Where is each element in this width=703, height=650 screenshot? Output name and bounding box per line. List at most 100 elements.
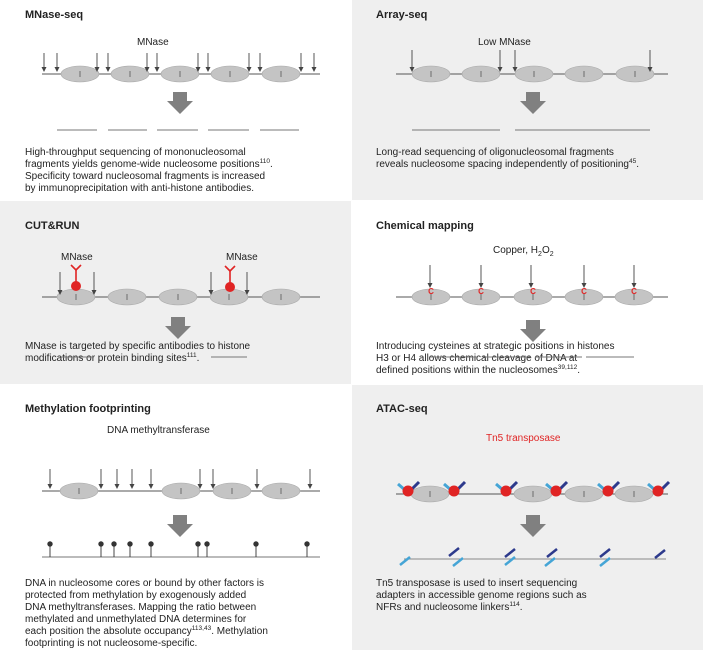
label-cut-run-enzyme-2: MNase [226,252,258,263]
cut-arrow-head [105,67,111,72]
desc-line: modifications or protein binding sites11… [25,352,200,364]
title-chemical-mapping: Chemical mapping [376,220,474,232]
cut-arrow-head [94,67,100,72]
desc-line: DNA methyltransferases. Mapping the rati… [25,602,257,613]
cut-arrow-head [98,484,104,489]
cut-arrow-head [144,67,150,72]
cut-arrow-head [114,484,120,489]
cut-arrow-head [427,283,433,288]
cut-arrow-head [208,290,214,295]
cut-arrow-head [47,484,53,489]
methyl-mark [304,541,310,547]
title-array-seq: Array-seq [376,9,428,21]
cut-arrow-head [129,484,135,489]
title-mnase-seq: MNase-seq [25,9,84,21]
desc-cut-and-run: MNase is targeted by specific antibodies… [25,341,250,365]
cut-arrow-head [409,67,415,72]
desc-line: Long-read sequencing of oligonucleosomal… [376,147,614,158]
cut-arrow-head [54,67,60,72]
cut-arrow-head [205,67,211,72]
tn5-transposase-dot [550,485,562,497]
mnase-enzyme-dot [225,282,235,292]
methyl-mark [204,541,210,547]
citation-superscript: 39,112 [557,364,578,371]
desc-line: methylated and unmethylated DNA determin… [25,614,247,625]
methyl-mark [47,541,53,547]
desc-line: by immunoprecipitation with anti-histone… [25,183,255,194]
methyl-mark [111,541,117,547]
cut-arrow-head [478,283,484,288]
methyl-mark [195,541,201,547]
adapter-light [452,557,464,567]
label-methylation-enzyme: DNA methyltransferase [107,425,210,436]
citation-superscript: 110 [259,158,270,165]
adapter-light [399,556,411,566]
desc-line: NFRs and nucleosome linkers114. [376,601,523,613]
cysteine-site-label: C [478,287,484,296]
methyl-mark [127,541,133,547]
cut-arrow-head [528,283,534,288]
desc-line: Introducing cysteines at strategic posit… [376,341,615,352]
title-methylation: Methylation footprinting [25,403,151,415]
cut-arrow-head [91,290,97,295]
cut-arrow-head [298,67,304,72]
desc-mnase-seq: High-throughput sequencing of mononucleo… [25,147,273,195]
adapter-dark [504,548,516,558]
processing-arrow [165,317,191,339]
citation-superscript: 113,43 [191,625,212,632]
processing-arrow [520,515,546,537]
antibody-icon [229,265,236,272]
desc-line: fragments yields genome-wide nucleosome … [25,158,273,170]
cut-arrow-head [195,67,201,72]
cut-arrow-head [148,484,154,489]
desc-atac-seq: Tn5 transposase is used to insert sequen… [376,578,587,614]
methyl-mark [148,541,154,547]
antibody-icon [75,264,82,271]
tn5-transposase-dot [652,485,664,497]
cut-arrow-head [246,67,252,72]
label-cut-run-enzyme-1: MNase [61,252,93,263]
cut-arrow-head [57,290,63,295]
cut-arrow-head [307,484,313,489]
desc-line: footprinting is not nucleosome-specific. [25,638,198,649]
mnase-enzyme-dot [71,281,81,291]
adapter-dark [599,548,611,558]
methyl-mark [98,541,104,547]
cut-arrow-head [497,67,503,72]
cut-arrow-head [254,484,260,489]
desc-line: High-throughput sequencing of mononucleo… [25,147,246,158]
cut-arrow-head [244,290,250,295]
adapter-dark [546,548,558,558]
cysteine-site-label: C [428,287,434,296]
processing-arrow [167,92,193,114]
tn5-transposase-dot [448,485,460,497]
methyl-mark [253,541,259,547]
processing-arrow [520,320,546,342]
desc-chemical-mapping: Introducing cysteines at strategic posit… [376,341,614,377]
label-chemical-enzyme: Copper, H2O2 [493,245,554,258]
label-array-seq-enzyme: Low MNase [478,37,531,48]
citation-superscript: 114 [509,601,520,608]
adapter-light [599,557,611,567]
cut-arrow-head [41,67,47,72]
desc-line: Tn5 transposase is used to insert sequen… [376,578,578,589]
title-cut-and-run: CUT&RUN [25,220,80,232]
desc-line: protected from methylation by exogenousl… [25,590,247,601]
cut-arrow-head [197,484,203,489]
citation-superscript: 45 [628,158,637,165]
title-atac-seq: ATAC-seq [376,403,428,415]
cut-arrow-head [311,67,317,72]
desc-line: H3 or H4 allows chemical cleavage of DNA… [376,353,578,364]
cut-arrow-head [581,283,587,288]
adapter-light [504,556,516,566]
cysteine-site-label: C [581,287,587,296]
desc-line: MNase is targeted by specific antibodies… [25,341,251,352]
desc-line: adapters in accessible genome regions su… [376,590,587,601]
desc-methylation: DNA in nucleosome cores or bound by othe… [25,578,268,650]
adapter-dark [654,549,666,559]
processing-arrow [167,515,193,537]
tn5-transposase-dot [602,485,614,497]
antibody-icon [224,265,231,272]
tn5-transposase-dot [402,485,414,497]
